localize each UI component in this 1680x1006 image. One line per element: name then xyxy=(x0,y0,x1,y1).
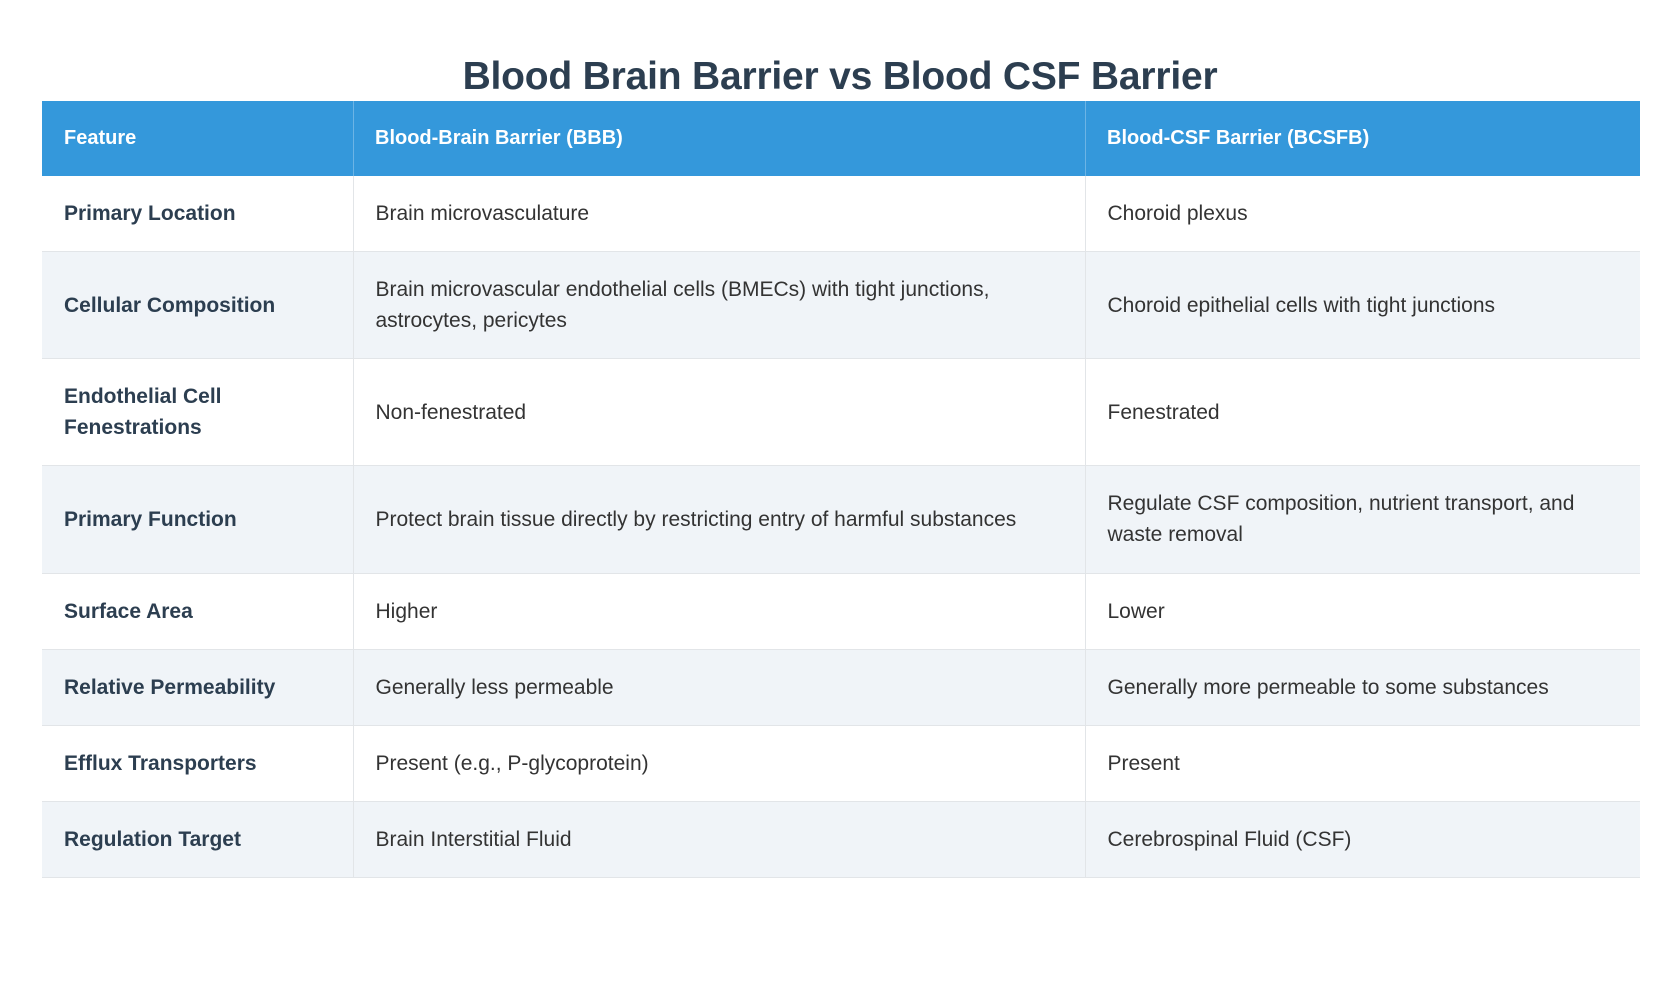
page-title: Blood Brain Barrier vs Blood CSF Barrier xyxy=(462,55,1218,99)
cell-feature: Endothelial Cell Fenestrations xyxy=(42,358,354,467)
table-row: Endothelial Cell Fenestrations Non-fenes… xyxy=(42,358,1640,467)
cell-bbb: Protect brain tissue directly by restric… xyxy=(353,465,1086,574)
cell-feature: Primary Location xyxy=(42,176,354,253)
column-header-bbb: Blood-Brain Barrier (BBB) xyxy=(353,101,1085,176)
cell-bcsfb: Generally more permeable to some substan… xyxy=(1085,649,1640,726)
cell-bcsfb: Cerebrospinal Fluid (CSF) xyxy=(1085,801,1640,878)
cell-feature: Regulation Target xyxy=(42,801,354,878)
table-row: Primary Location Brain microvasculature … xyxy=(42,176,1640,253)
cell-bbb: Generally less permeable xyxy=(353,649,1086,726)
cell-bcsfb: Present xyxy=(1085,725,1640,802)
column-header-bcsfb: Blood-CSF Barrier (BCSFB) xyxy=(1085,101,1640,176)
table-row: Relative Permeability Generally less per… xyxy=(42,649,1640,726)
comparison-table-container: Feature Blood-Brain Barrier (BBB) Blood-… xyxy=(42,101,1640,878)
cell-feature: Primary Function xyxy=(42,465,354,574)
table-row: Regulation Target Brain Interstitial Flu… xyxy=(42,801,1640,878)
table-row: Efflux Transporters Present (e.g., P-gly… xyxy=(42,725,1640,802)
column-header-feature: Feature xyxy=(42,101,353,176)
cell-bbb: Brain microvascular endothelial cells (B… xyxy=(353,251,1086,360)
cell-bbb: Brain microvasculature xyxy=(353,176,1086,253)
cell-bbb: Non-fenestrated xyxy=(353,358,1086,467)
cell-bcsfb: Choroid plexus xyxy=(1085,176,1640,253)
cell-feature: Efflux Transporters xyxy=(42,725,354,802)
cell-bcsfb: Fenestrated xyxy=(1085,358,1640,467)
cell-bbb: Present (e.g., P-glycoprotein) xyxy=(353,725,1086,802)
table-header-row: Feature Blood-Brain Barrier (BBB) Blood-… xyxy=(42,101,1640,176)
cell-bbb: Higher xyxy=(353,573,1086,650)
cell-bcsfb: Regulate CSF composition, nutrient trans… xyxy=(1085,465,1640,574)
cell-bcsfb: Choroid epithelial cells with tight junc… xyxy=(1085,251,1640,360)
table-row: Surface Area Higher Lower xyxy=(42,573,1640,650)
table-row: Primary Function Protect brain tissue di… xyxy=(42,465,1640,574)
cell-bbb: Brain Interstitial Fluid xyxy=(353,801,1086,878)
table-row: Cellular Composition Brain microvascular… xyxy=(42,251,1640,360)
cell-feature: Surface Area xyxy=(42,573,354,650)
table-body: Primary Location Brain microvasculature … xyxy=(42,176,1640,878)
cell-bcsfb: Lower xyxy=(1085,573,1640,650)
cell-feature: Relative Permeability xyxy=(42,649,354,726)
cell-feature: Cellular Composition xyxy=(42,251,354,360)
table-header: Feature Blood-Brain Barrier (BBB) Blood-… xyxy=(42,101,1640,176)
comparison-table: Feature Blood-Brain Barrier (BBB) Blood-… xyxy=(42,101,1640,878)
